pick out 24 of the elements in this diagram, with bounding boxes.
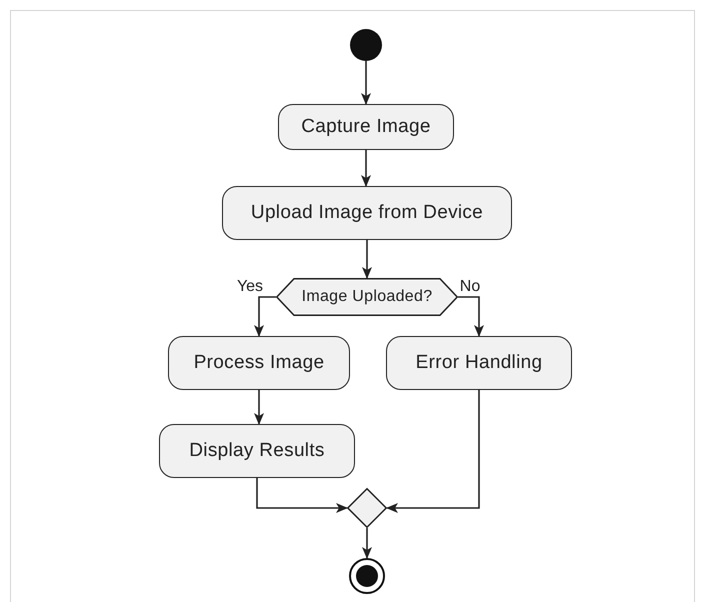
decision-hexagon — [276, 278, 458, 316]
activity-label: Capture Image — [301, 116, 431, 138]
activity-label: Display Results — [189, 440, 325, 462]
arrow — [386, 390, 480, 513]
decision-question: Image Uploaded? — [302, 288, 432, 306]
activity-label: Upload Image from Device — [250, 202, 484, 224]
arrow — [458, 296, 484, 337]
arrow — [256, 478, 348, 513]
arrow — [362, 528, 372, 559]
arrow — [254, 296, 276, 337]
activity-box — [278, 104, 454, 150]
activity-box — [168, 336, 350, 390]
merge-diamond — [347, 488, 387, 528]
activity-label: Error Handling — [416, 352, 542, 374]
arrow — [362, 240, 372, 279]
arrow — [361, 61, 371, 105]
start-node — [350, 29, 382, 61]
activity-box — [159, 424, 355, 478]
arrow — [361, 150, 371, 187]
end-node — [349, 558, 385, 594]
activity-box — [386, 336, 572, 390]
arrow — [254, 390, 264, 425]
activity-label: Process Image — [194, 352, 324, 374]
activity-box — [222, 186, 512, 240]
